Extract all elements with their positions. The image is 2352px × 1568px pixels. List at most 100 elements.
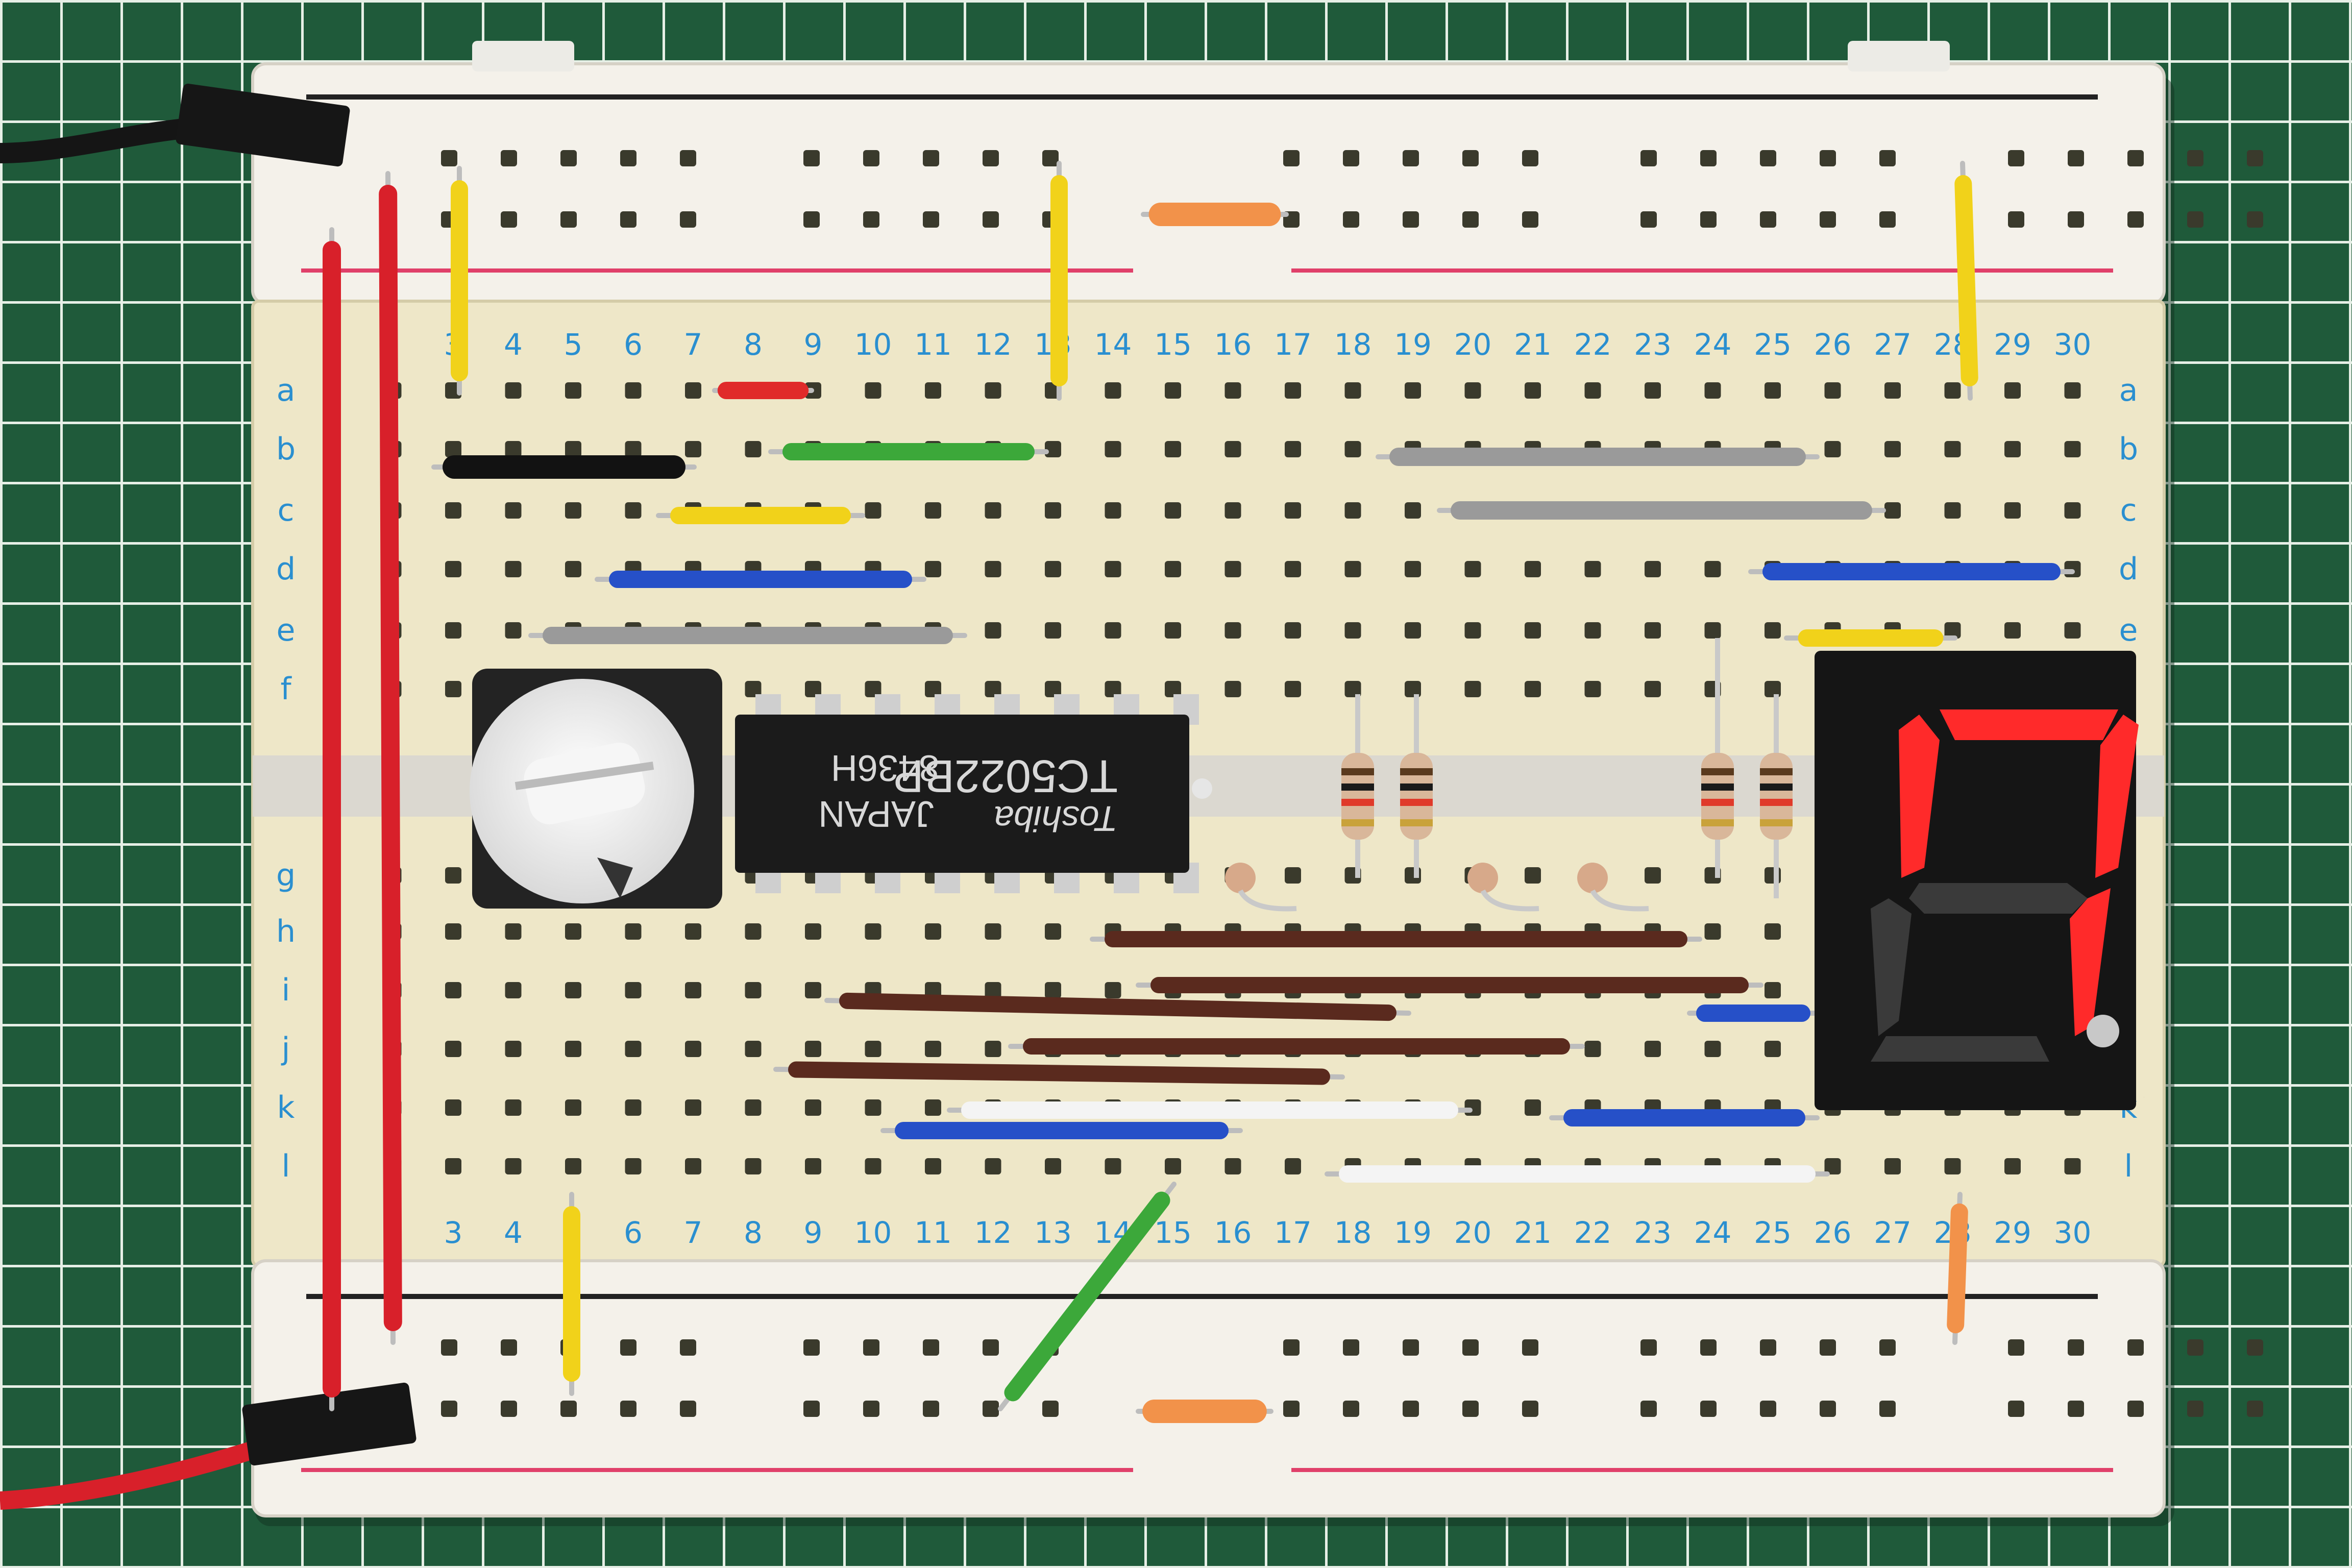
rail-hole[interactable] [1820, 1401, 1836, 1417]
breadboard-hole[interactable] [1525, 867, 1541, 884]
rail-hole[interactable] [863, 211, 879, 228]
breadboard-hole[interactable] [1285, 681, 1301, 697]
breadboard-hole[interactable] [1525, 681, 1541, 697]
breadboard-hole[interactable] [1285, 867, 1301, 884]
rail-hole[interactable] [501, 1339, 517, 1356]
rail-hole[interactable] [620, 211, 636, 228]
breadboard-hole[interactable] [1525, 622, 1541, 639]
rail-hole[interactable] [1343, 1401, 1359, 1417]
breadboard-hole[interactable] [805, 1099, 821, 1116]
breadboard-hole[interactable] [625, 382, 642, 399]
rail-hole[interactable] [680, 1401, 696, 1417]
breadboard-hole[interactable] [1704, 382, 1721, 399]
rail-hole[interactable] [1522, 150, 1538, 166]
breadboard-hole[interactable] [1464, 382, 1481, 399]
breadboard-hole[interactable] [1405, 681, 1421, 697]
breadboard-hole[interactable] [1224, 1158, 1241, 1174]
rail-hole[interactable] [1879, 1339, 1896, 1356]
rail-hole[interactable] [2068, 150, 2084, 166]
breadboard-hole[interactable] [1704, 622, 1721, 639]
rail-hole[interactable] [1640, 1339, 1657, 1356]
rail-hole[interactable] [2008, 1339, 2024, 1356]
breadboard-hole[interactable] [1344, 502, 1361, 519]
jumper-wire[interactable] [1004, 1191, 1170, 1402]
breadboard-hole[interactable] [1165, 681, 1181, 697]
rail-hole[interactable] [923, 211, 939, 228]
breadboard-hole[interactable] [1704, 561, 1721, 577]
breadboard-hole[interactable] [1285, 622, 1301, 639]
rail-hole[interactable] [1700, 150, 1717, 166]
rail-hole[interactable] [1760, 211, 1776, 228]
breadboard-hole[interactable] [805, 982, 821, 998]
breadboard-hole[interactable] [1105, 502, 1121, 519]
rail-hole[interactable] [2187, 1339, 2203, 1356]
breadboard-hole[interactable] [985, 502, 1001, 519]
rail-hole[interactable] [1820, 211, 1836, 228]
rail-hole[interactable] [2187, 1401, 2203, 1417]
rail-hole[interactable] [2127, 211, 2144, 228]
breadboard-hole[interactable] [865, 923, 881, 940]
rail-hole[interactable] [501, 211, 517, 228]
breadboard-hole[interactable] [685, 441, 701, 457]
rail-hole[interactable] [441, 1339, 457, 1356]
rail-hole[interactable] [1042, 150, 1059, 166]
breadboard-hole[interactable] [805, 1041, 821, 1057]
breadboard-hole[interactable] [1405, 382, 1421, 399]
rail-hole[interactable] [1760, 150, 1776, 166]
breadboard-hole[interactable] [1464, 681, 1481, 697]
rail-hole[interactable] [1879, 150, 1896, 166]
breadboard-hole[interactable] [1224, 561, 1241, 577]
rail-hole[interactable] [923, 1339, 939, 1356]
breadboard-hole[interactable] [505, 441, 522, 457]
breadboard-hole[interactable] [1464, 622, 1481, 639]
breadboard-hole[interactable] [1105, 982, 1121, 998]
breadboard-hole[interactable] [925, 982, 941, 998]
rail-hole[interactable] [2247, 211, 2263, 228]
rail-hole[interactable] [1640, 150, 1657, 166]
breadboard-hole[interactable] [1105, 622, 1121, 639]
rail-hole[interactable] [803, 1339, 820, 1356]
breadboard-hole[interactable] [565, 382, 581, 399]
breadboard-hole[interactable] [565, 441, 581, 457]
breadboard-hole[interactable] [1344, 441, 1361, 457]
breadboard-hole[interactable] [1165, 382, 1181, 399]
breadboard-hole[interactable] [1344, 622, 1361, 639]
jumper-wire[interactable] [379, 184, 402, 1332]
breadboard-hole[interactable] [685, 1158, 701, 1174]
rail-hole[interactable] [1522, 1401, 1538, 1417]
breadboard-hole[interactable] [2064, 622, 2081, 639]
breadboard-hole[interactable] [1045, 681, 1061, 697]
breadboard-hole[interactable] [625, 982, 642, 998]
rail-hole[interactable] [2187, 211, 2203, 228]
rail-hole[interactable] [441, 1401, 457, 1417]
breadboard-hole[interactable] [985, 622, 1001, 639]
breadboard-hole[interactable] [685, 923, 701, 940]
breadboard-hole[interactable] [505, 1158, 522, 1174]
rail-hole[interactable] [680, 150, 696, 166]
breadboard-hole[interactable] [1584, 382, 1601, 399]
breadboard-hole[interactable] [1525, 382, 1541, 399]
rail-hole[interactable] [1820, 150, 1836, 166]
breadboard-hole[interactable] [1525, 561, 1541, 577]
breadboard-hole[interactable] [505, 982, 522, 998]
breadboard-hole[interactable] [1165, 441, 1181, 457]
breadboard-hole[interactable] [1584, 561, 1601, 577]
breadboard-hole[interactable] [2064, 382, 2081, 399]
breadboard-hole[interactable] [805, 681, 821, 697]
rail-hole[interactable] [1700, 1339, 1717, 1356]
breadboard-hole[interactable] [745, 923, 762, 940]
rail-hole[interactable] [1522, 1339, 1538, 1356]
breadboard-hole[interactable] [2004, 502, 2021, 519]
breadboard-hole[interactable] [1464, 561, 1481, 577]
rail-hole[interactable] [983, 1339, 999, 1356]
breadboard-hole[interactable] [1584, 681, 1601, 697]
breadboard-hole[interactable] [1584, 622, 1601, 639]
breadboard-hole[interactable] [1285, 561, 1301, 577]
breadboard-hole[interactable] [445, 441, 461, 457]
jumper-wire[interactable] [1947, 1203, 1968, 1334]
rail-hole[interactable] [2247, 1401, 2263, 1417]
rail-hole[interactable] [2008, 1401, 2024, 1417]
breadboard-hole[interactable] [1944, 622, 1961, 639]
breadboard-hole[interactable] [1645, 561, 1661, 577]
rail-hole[interactable] [1343, 211, 1359, 228]
